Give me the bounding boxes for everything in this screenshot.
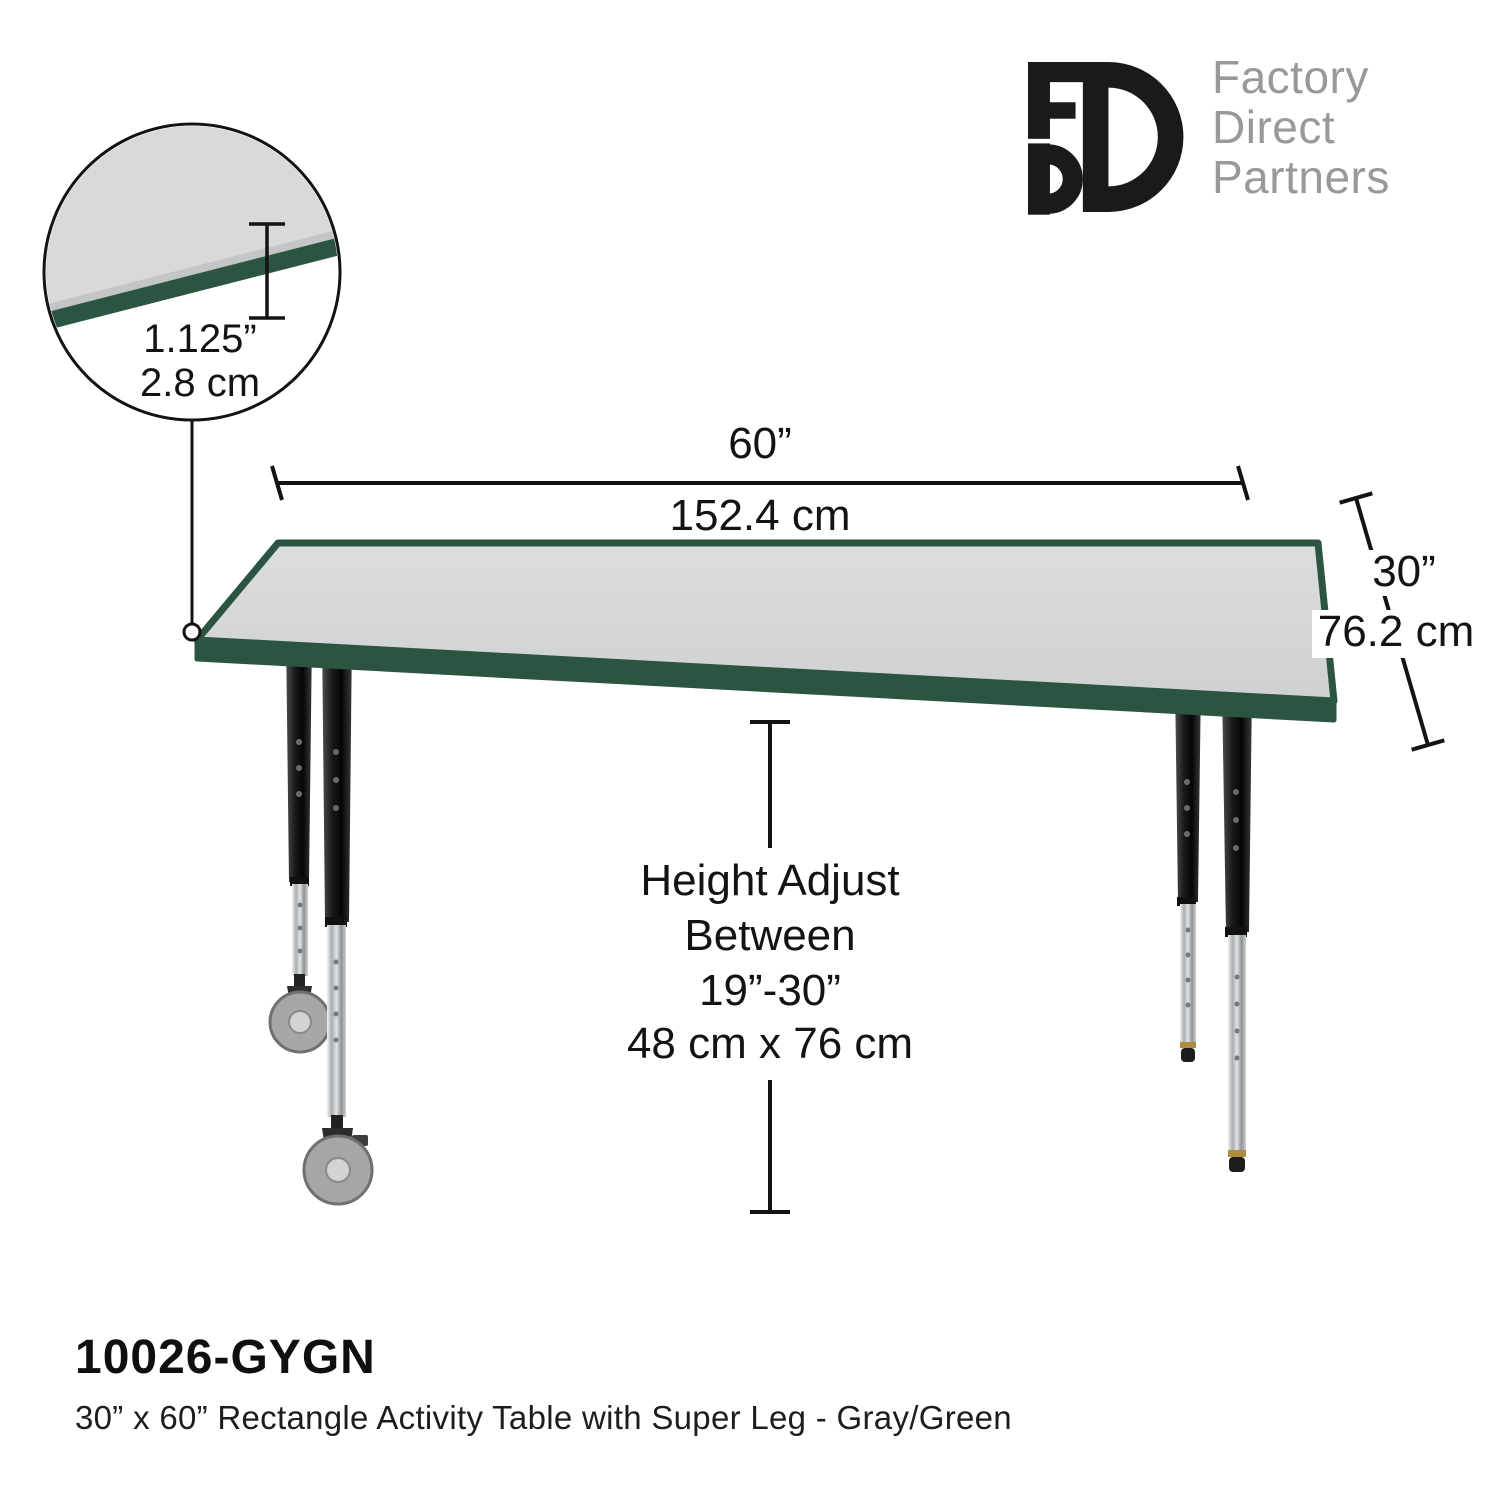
width-cm-label: 152.4 cm	[670, 491, 851, 540]
leg-front-right	[1222, 688, 1252, 1172]
depth-dim-tick-top	[1339, 491, 1373, 505]
leg-upper-column	[286, 635, 312, 882]
brand-name: Factory Direct Partners	[1212, 51, 1390, 204]
caster-wheel	[268, 974, 332, 1054]
zoom-surface-shading	[46, 226, 338, 318]
leg-back-right	[1175, 680, 1201, 1062]
brand-block: Factory Direct Partners	[1028, 52, 1390, 222]
brand-name-line2: Direct	[1212, 101, 1336, 154]
monogram-p	[1028, 143, 1083, 215]
zoom-edge-band	[46, 234, 338, 336]
adjustment-holes	[296, 739, 303, 954]
depth-inches-label: 30”	[1372, 547, 1436, 596]
width-inches-label: 60”	[728, 419, 792, 468]
height-label-bg	[592, 848, 948, 1080]
leg-upper-column	[1222, 688, 1252, 932]
leg-collar	[1225, 927, 1247, 937]
width-dim-tick-left	[270, 465, 284, 501]
thickness-inches-label: 1.125”	[143, 317, 256, 361]
monogram-f	[1028, 62, 1085, 139]
depth-dim-tick-bottom	[1411, 738, 1445, 752]
leg-collar	[290, 877, 309, 886]
callout-zoom-content	[46, 126, 338, 336]
depth-cm-label: 76.2 cm	[1318, 607, 1475, 656]
width-dim-tick-right	[1236, 465, 1250, 501]
brand-name-line1: Factory	[1212, 51, 1369, 103]
monogram-d	[1082, 62, 1184, 212]
depth-inches-label-bg	[1364, 550, 1442, 596]
leg-back-left	[268, 635, 332, 1054]
adjustment-holes	[1233, 789, 1240, 1061]
height-label-line2: Between	[684, 911, 855, 960]
width-dimension: 60” 152.4 cm	[270, 419, 1250, 540]
thickness-cm-label: 2.8 cm	[140, 361, 260, 405]
edge-thickness-callout: 1.125” 2.8 cm	[42, 122, 342, 642]
leg-collar	[325, 917, 347, 927]
leg-lower-chrome	[1228, 935, 1246, 1150]
leg-collar	[1177, 897, 1196, 906]
product-description: 30” x 60” Rectangle Activity Table with …	[75, 1399, 1012, 1436]
height-label-line4: 48 cm x 76 cm	[627, 1019, 913, 1068]
height-dimension: Height Adjust Between 19”-30” 48 cm x 76…	[592, 720, 948, 1214]
depth-cm-label-bg	[1312, 610, 1484, 658]
depth-dimension: 30” 76.2 cm	[1312, 491, 1484, 752]
brand-name-line3: Partners	[1212, 151, 1390, 204]
tabletop-surface	[193, 539, 1338, 705]
leg-upper-column	[1175, 680, 1201, 902]
leg-upper-column	[322, 632, 352, 922]
height-label-line3: 19”-30”	[699, 966, 841, 1015]
leg-front-left	[302, 632, 374, 1206]
leg-foot-glide	[1180, 1042, 1196, 1062]
tabletop	[193, 539, 1338, 723]
leg-foot-glide	[1228, 1150, 1246, 1172]
thickness-measure	[249, 222, 285, 320]
callout-connector-dot	[182, 622, 202, 642]
leg-lower-chrome	[327, 925, 346, 1117]
height-label-line1: Height Adjust	[640, 856, 899, 905]
table-legs	[268, 632, 1252, 1206]
adjustment-holes	[1184, 779, 1191, 1008]
product-info: 10026-GYGN 30” x 60” Rectangle Activity …	[75, 1330, 1012, 1437]
adjustment-holes	[333, 749, 339, 1043]
leg-lower-chrome	[1180, 904, 1196, 1042]
fdp-logo-monogram	[1028, 62, 1184, 215]
product-sku: 10026-GYGN	[75, 1331, 376, 1384]
caster-wheel	[302, 1115, 374, 1206]
